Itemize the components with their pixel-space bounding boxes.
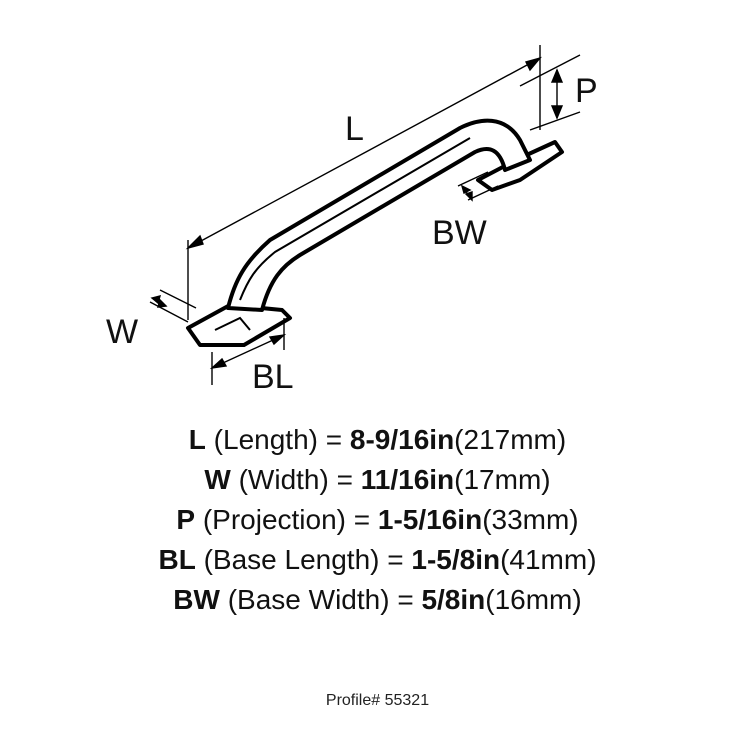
spec-desc: (Base Width) = [219,584,422,615]
label-width: W [106,313,138,351]
spec-metric: (41mm) [500,544,597,575]
label-base-width: BW [432,214,487,252]
spec-width: W (Width) = 11/16in(17mm) [0,460,755,500]
spec-projection: P (Projection) = 1-5/16in(33mm) [0,500,755,540]
spec-metric: (17mm) [454,464,551,495]
spec-desc: (Width) = [230,464,361,495]
dimension-specs: L (Length) = 8-9/16in(217mm) W (Width) =… [0,420,755,620]
spec-value: 11/16in [360,464,455,495]
spec-value: 1-5/8in [411,544,501,575]
spec-metric: (16mm) [485,584,582,615]
spec-key: L [188,424,206,455]
spec-key: BW [173,584,220,615]
spec-base-length: BL (Base Length) = 1-5/8in(41mm) [0,540,755,580]
spec-base-width: BW (Base Width) = 5/8in(16mm) [0,580,755,620]
spec-desc: (Base Length) = [195,544,412,575]
profile-number: Profile# 55321 [325,692,430,709]
dimension-lines [149,45,581,385]
handle-dimension-diagram: L P W BL BW [106,45,598,396]
spec-metric: (217mm) [454,424,567,455]
spec-value: 5/8in [421,584,486,615]
spec-value: 8-9/16in [349,424,455,455]
spec-desc: (Length) = [205,424,350,455]
spec-key: W [204,464,231,495]
spec-key: BL [158,544,196,575]
spec-key: P [176,504,196,535]
spec-metric: (33mm) [482,504,579,535]
spec-length: L (Length) = 8-9/16in(217mm) [0,420,755,460]
label-length: L [345,110,364,148]
label-base-length: BL [252,358,294,396]
label-projection: P [575,72,598,110]
cabinet-pull-handle [186,118,564,347]
spec-desc: (Projection) = [195,504,378,535]
spec-value: 1-5/16in [377,504,483,535]
